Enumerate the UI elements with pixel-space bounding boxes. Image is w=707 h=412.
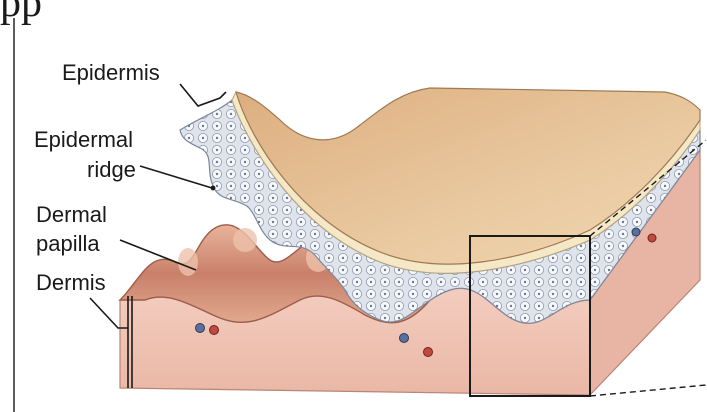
blood-vessel-red [210,326,219,335]
label-epidermal-ridge-line2: ridge [87,157,136,182]
blood-vessel-red [648,234,656,242]
label-epidermis: Epidermis [62,60,160,85]
leader-dot-epidermal-ridge [211,186,216,191]
label-dermal-papilla-line2: papilla [36,231,100,256]
papilla-highlight [178,248,198,276]
label-dermal-papilla-line1: Dermal [36,202,107,227]
blood-vessel-blue [632,228,640,236]
papilla-highlight [233,228,257,252]
magnify-line-bottom [590,385,706,396]
label-dermis: Dermis [36,270,106,295]
label-epidermal-ridge-line1: Epidermal [34,127,133,152]
blood-vessel-blue [196,324,205,333]
leader-epidermis [180,84,226,106]
blood-vessel-red [424,348,433,357]
leader-epidermal-ridge [140,166,212,188]
header-text: pp [0,0,42,26]
blood-vessel-blue [400,334,409,343]
